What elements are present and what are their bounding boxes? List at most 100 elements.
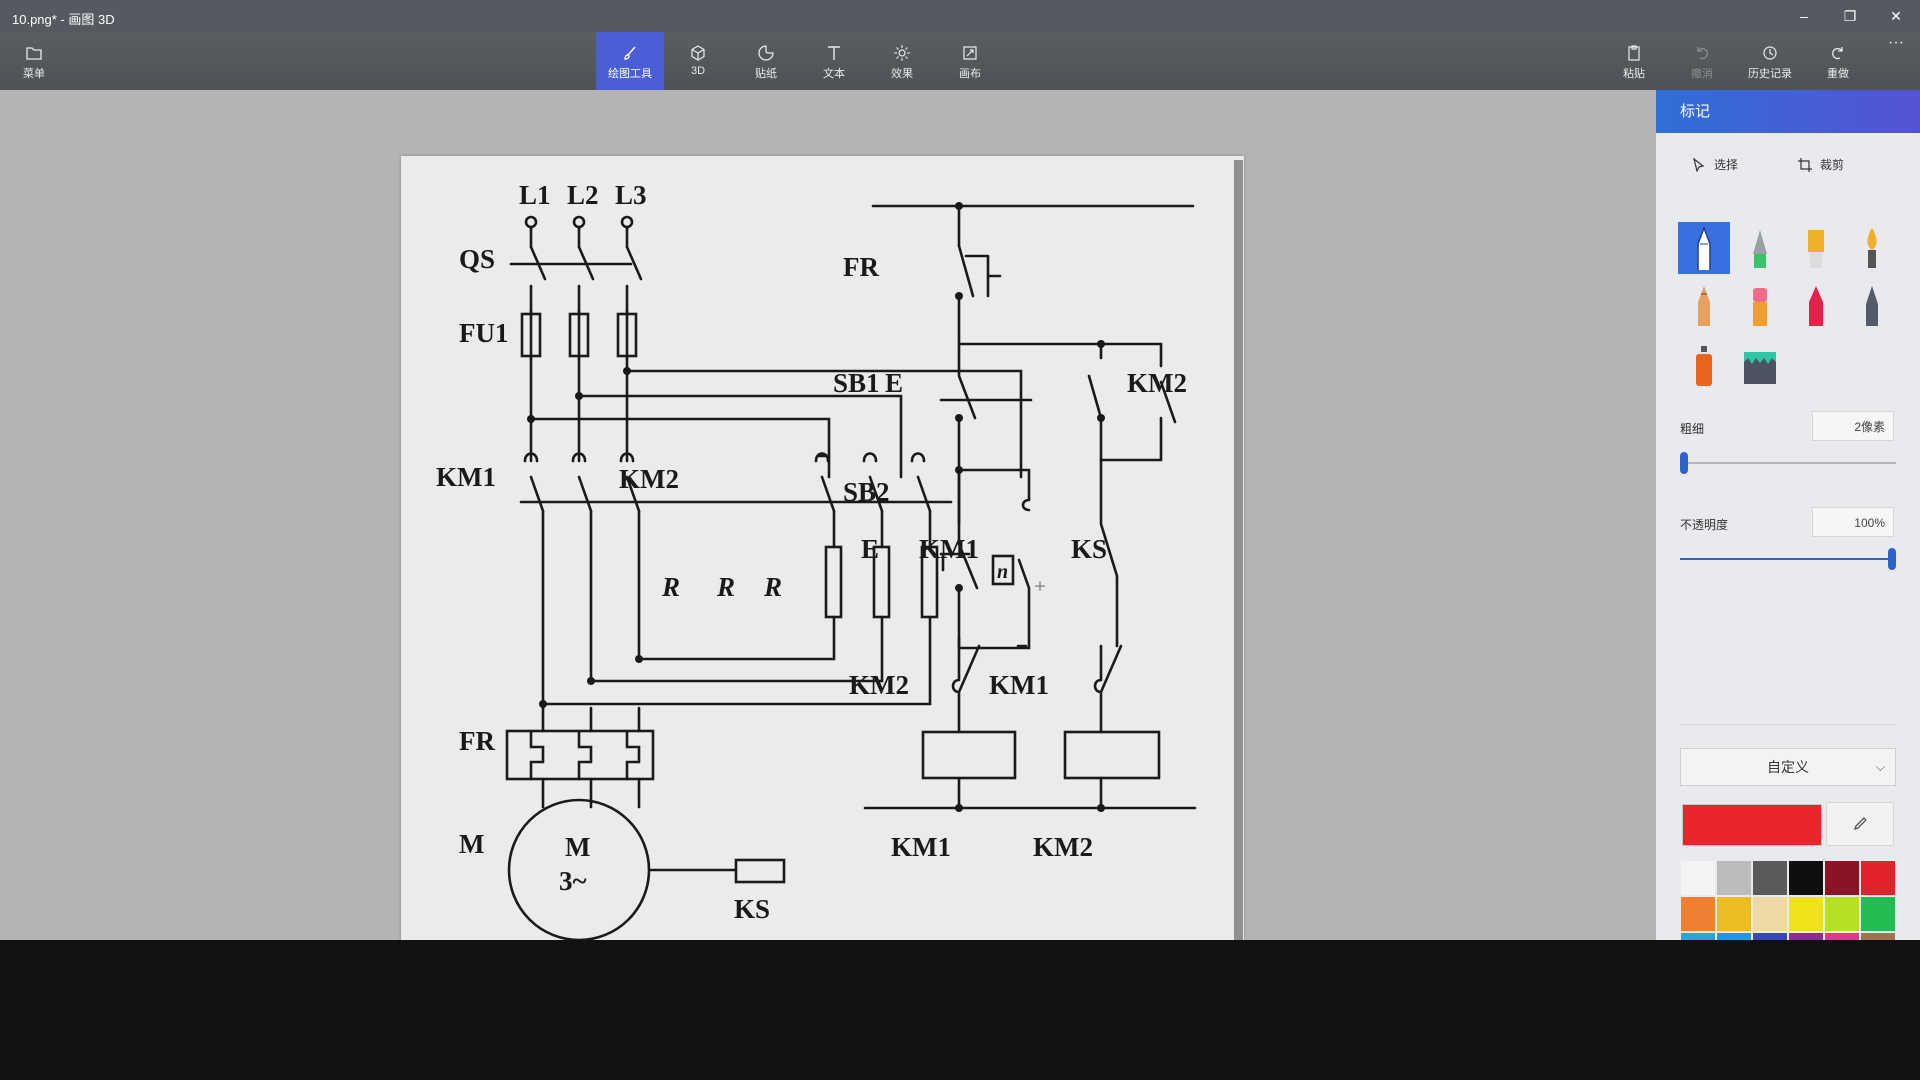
- label-l1: L1: [519, 180, 551, 210]
- label-km1-main: KM1: [436, 462, 496, 492]
- paste-button[interactable]: 粘贴: [1600, 32, 1668, 90]
- brush-watercolor[interactable]: [1846, 222, 1898, 274]
- restore-button[interactable]: ❐: [1843, 7, 1857, 24]
- minimize-button[interactable]: –: [1800, 8, 1808, 24]
- select-button[interactable]: 选择: [1692, 156, 1738, 173]
- marker-icon: [1697, 226, 1711, 270]
- paste-icon: [1628, 45, 1640, 61]
- text-icon: [828, 46, 840, 60]
- paste-label: 粘贴: [1623, 68, 1645, 80]
- drawing-canvas[interactable]: L1 L2 L3 QS FU1 KM1 KM2 R R R FR M M 3~ …: [401, 156, 1244, 940]
- label-motor-m: M: [565, 832, 590, 862]
- pixel-pen-icon: [1866, 286, 1878, 326]
- tab-stickers[interactable]: 贴纸: [732, 32, 800, 90]
- label-coil-km1: KM1: [891, 832, 951, 862]
- thickness-input[interactable]: 2像素: [1812, 411, 1894, 441]
- color-swatch[interactable]: [1860, 896, 1896, 932]
- label-km2-hold: KM2: [1127, 368, 1187, 398]
- brush-pencil[interactable]: [1678, 280, 1730, 332]
- brush-crayon[interactable]: [1790, 280, 1842, 332]
- color-swatch[interactable]: [1824, 860, 1860, 896]
- color-mode-dropdown[interactable]: 自定义 ⌵: [1680, 748, 1896, 786]
- tab-draw-tools[interactable]: 绘图工具: [596, 32, 664, 90]
- label-fu1: FU1: [459, 318, 509, 348]
- history-label: 历史记录: [1748, 68, 1792, 80]
- opacity-slider[interactable]: [1680, 558, 1896, 560]
- oil-brush-icon: [1808, 230, 1824, 268]
- color-swatch[interactable]: [1716, 860, 1752, 896]
- color-swatch[interactable]: [1680, 896, 1716, 932]
- label-km2-main: KM2: [619, 464, 679, 494]
- label-l2: L2: [567, 180, 599, 210]
- window-title: 10.png* - 画图 3D: [12, 12, 115, 27]
- label-m: M: [459, 829, 484, 859]
- menu-button[interactable]: 菜单: [0, 32, 68, 90]
- undo-icon: [1697, 47, 1708, 60]
- color-swatch[interactable]: [1788, 896, 1824, 932]
- tab-effects[interactable]: 效果: [868, 32, 936, 90]
- color-swatch[interactable]: [1680, 860, 1716, 896]
- sun-icon: [894, 45, 910, 61]
- top-toolbar: 菜单 绘图工具 3D 贴纸 文本 效果 画布 粘贴 撤消 历史记录 重做 ···: [0, 32, 1920, 90]
- tab-3d[interactable]: 3D: [664, 32, 732, 90]
- opacity-slider-thumb[interactable]: [1888, 548, 1896, 570]
- opacity-label: 不透明度: [1680, 518, 1729, 532]
- brush-oil[interactable]: [1790, 222, 1842, 274]
- brush-marker[interactable]: [1678, 222, 1730, 274]
- tab-text[interactable]: 文本: [800, 32, 868, 90]
- redo-icon: [1832, 47, 1843, 60]
- fill-bucket-icon: [1744, 352, 1776, 384]
- brush-fill[interactable]: [1734, 340, 1786, 392]
- chevron-down-icon: ⌵: [1875, 760, 1885, 774]
- color-swatch[interactable]: [1752, 860, 1788, 896]
- menu-label: 菜单: [23, 68, 45, 80]
- brush-pixel-pen[interactable]: [1846, 280, 1898, 332]
- label-km2-interlock: KM2: [849, 670, 909, 700]
- tab-label: 画布: [959, 68, 981, 80]
- tab-canvas[interactable]: 画布: [936, 32, 1004, 90]
- panel-title: 标记: [1656, 90, 1920, 133]
- undo-button[interactable]: 撤消: [1668, 32, 1736, 90]
- watercolor-icon: [1867, 228, 1877, 268]
- color-swatch[interactable]: [1860, 860, 1896, 896]
- thickness-slider-thumb[interactable]: [1680, 452, 1688, 474]
- canvas-scrollbar[interactable]: [1234, 160, 1243, 940]
- color-swatch[interactable]: [1716, 896, 1752, 932]
- color-swatch[interactable]: [1788, 860, 1824, 896]
- label-motor-phase: 3~: [559, 866, 587, 896]
- close-button[interactable]: ✕: [1890, 7, 1902, 24]
- label-e2: E: [861, 534, 879, 564]
- brush-calligraphy-pen[interactable]: [1734, 222, 1786, 274]
- label-km1-ctrl: KM1: [919, 534, 979, 564]
- redo-label: 重做: [1827, 68, 1849, 80]
- eraser-icon: [1753, 288, 1767, 326]
- select-label: 选择: [1714, 158, 1739, 172]
- more-options-button[interactable]: ···: [1888, 34, 1904, 51]
- color-mode-value: 自定义: [1767, 759, 1809, 775]
- sticker-icon: [758, 45, 774, 61]
- tab-label: 贴纸: [755, 68, 777, 80]
- color-swatch[interactable]: [1824, 896, 1860, 932]
- thickness-label: 粗细: [1680, 422, 1705, 436]
- label-sb1: SB1: [833, 368, 880, 398]
- label-e1: E: [885, 368, 903, 398]
- label-r2: R: [716, 572, 735, 602]
- tab-label: 绘图工具: [608, 68, 652, 80]
- crop-button[interactable]: 裁剪: [1798, 156, 1844, 173]
- crop-label: 裁剪: [1820, 158, 1845, 172]
- history-button[interactable]: 历史记录: [1736, 32, 1804, 90]
- redo-button[interactable]: 重做: [1804, 32, 1872, 90]
- crosshair-cursor: [1035, 581, 1045, 591]
- label-qs: QS: [459, 244, 495, 274]
- label-coil-km2: KM2: [1033, 832, 1093, 862]
- current-color-swatch[interactable]: [1682, 804, 1822, 846]
- color-swatch[interactable]: [1752, 896, 1788, 932]
- thickness-slider[interactable]: [1680, 462, 1896, 464]
- brush-spray-can[interactable]: [1678, 340, 1730, 392]
- brush-eraser[interactable]: [1734, 280, 1786, 332]
- label-n: n: [997, 561, 1008, 583]
- calligraphy-pen-icon: [1753, 230, 1767, 268]
- opacity-input[interactable]: 100%: [1812, 507, 1894, 537]
- pencil-icon: [1698, 286, 1710, 326]
- eyedropper-button[interactable]: [1826, 802, 1894, 846]
